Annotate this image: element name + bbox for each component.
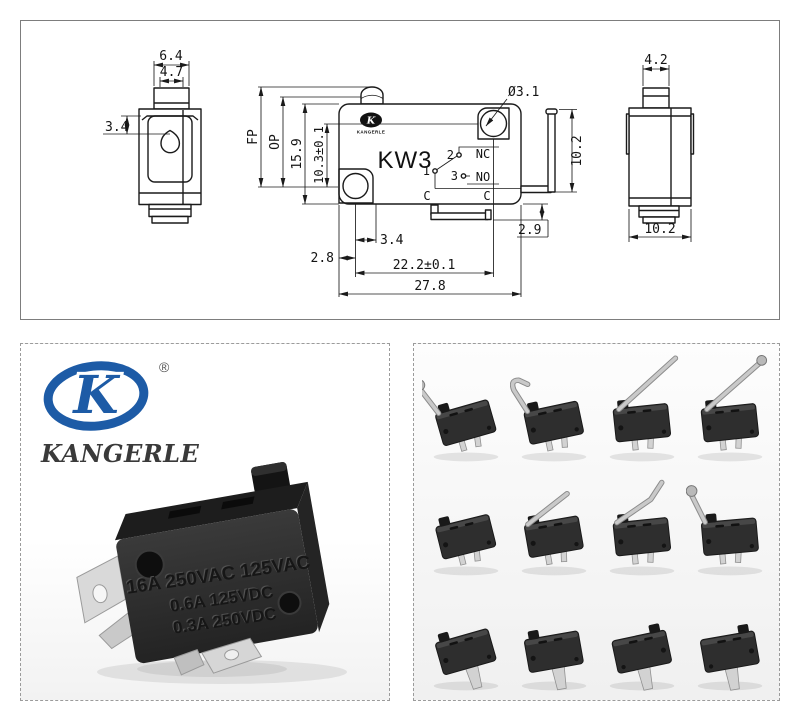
common-label: C [423, 189, 430, 203]
logo-letter: K [71, 365, 120, 426]
variant-cell [598, 355, 686, 465]
switch-variant-photo [686, 485, 763, 576]
side-view: K KANGERLE KW3 Ø3.1 10.2 [246, 85, 585, 297]
dimension-label: 10.2 [570, 135, 585, 166]
switch-photo-body: 16A 250VAC 125VAC 16A 250VAC 125VAC 0.6A… [76, 462, 330, 676]
variant-cell [686, 354, 774, 465]
terminal-1-label: 1 [423, 164, 430, 178]
switch-variant-photo [510, 377, 587, 461]
switch-variant-photo [422, 378, 499, 461]
dimension-label: 15.9 [290, 138, 305, 169]
switch-variant-photo [521, 491, 587, 576]
brand-small-label: KANGERLE [357, 130, 385, 135]
switch-variant-photo [609, 355, 679, 461]
technical-drawing: 6.4 4.7 3.4 K KANGERLE [103, 49, 695, 297]
logo-letter: K [366, 116, 377, 127]
variant-cell [686, 469, 774, 579]
switch-variant-photo [609, 623, 675, 691]
no-label: NO [476, 170, 490, 184]
dimension-label: 4.2 [644, 53, 667, 68]
dimension-label: Ø3.1 [508, 85, 539, 100]
switch-variant-photo [697, 354, 768, 461]
front-view: 6.4 4.7 3.4 [103, 49, 202, 224]
brand-wordmark: KANGERLE [41, 439, 200, 468]
dimension-label: 6.4 [159, 49, 183, 64]
variant-cell [510, 469, 598, 579]
variant-cell [422, 469, 510, 579]
model-label: KW3 [377, 147, 432, 174]
dimension-label: 10.3±0.1 [312, 126, 326, 184]
switch-variant-photo [697, 624, 763, 691]
variant-cell [422, 355, 510, 465]
dimension-label: OP [268, 134, 283, 150]
switch-variant-photo [433, 514, 499, 576]
variant-cell [686, 584, 774, 694]
dimension-label: 10.2 [644, 222, 675, 237]
variant-cell [598, 584, 686, 694]
kangerle-logo-icon: K ® [43, 359, 170, 431]
variants-panel [413, 343, 780, 701]
switch-variant-photo [433, 628, 499, 691]
product-photo: 16A 250VAC 125VAC 16A 250VAC 125VAC 0.6A… [76, 462, 347, 684]
technical-drawing-panel: 6.4 4.7 3.4 K KANGERLE [20, 20, 780, 320]
variant-cell [510, 355, 598, 465]
terminal-2-label: 2 [447, 148, 454, 162]
dimension-label: 27.8 [414, 279, 445, 294]
variant-cell [598, 469, 686, 579]
variant-cell [422, 584, 510, 694]
switch-variant-photo [521, 629, 587, 691]
dimension-label: 4.7 [160, 65, 183, 80]
brand-logo-block: K ® KANGERLE [41, 356, 199, 468]
common-label: C [483, 189, 490, 203]
dimension-label: 3.4 [380, 233, 404, 248]
dimension-label: 2.9 [518, 223, 541, 238]
dimension-label: 3.4 [105, 120, 129, 135]
dimension-label: 22.2±0.1 [393, 258, 456, 273]
registered-mark: ® [159, 359, 170, 375]
dimension-label: FP [246, 129, 261, 145]
switch-variant-photo [609, 480, 675, 576]
variant-cell [510, 584, 598, 694]
dimension-label: 2.8 [311, 251, 334, 266]
end-view: 4.2 10.2 [625, 53, 695, 242]
brand-product-panel: K ® KANGERLE [20, 343, 390, 701]
terminal-3-label: 3 [451, 169, 458, 183]
variants-grid [418, 348, 775, 696]
nc-label: NC [476, 147, 490, 161]
